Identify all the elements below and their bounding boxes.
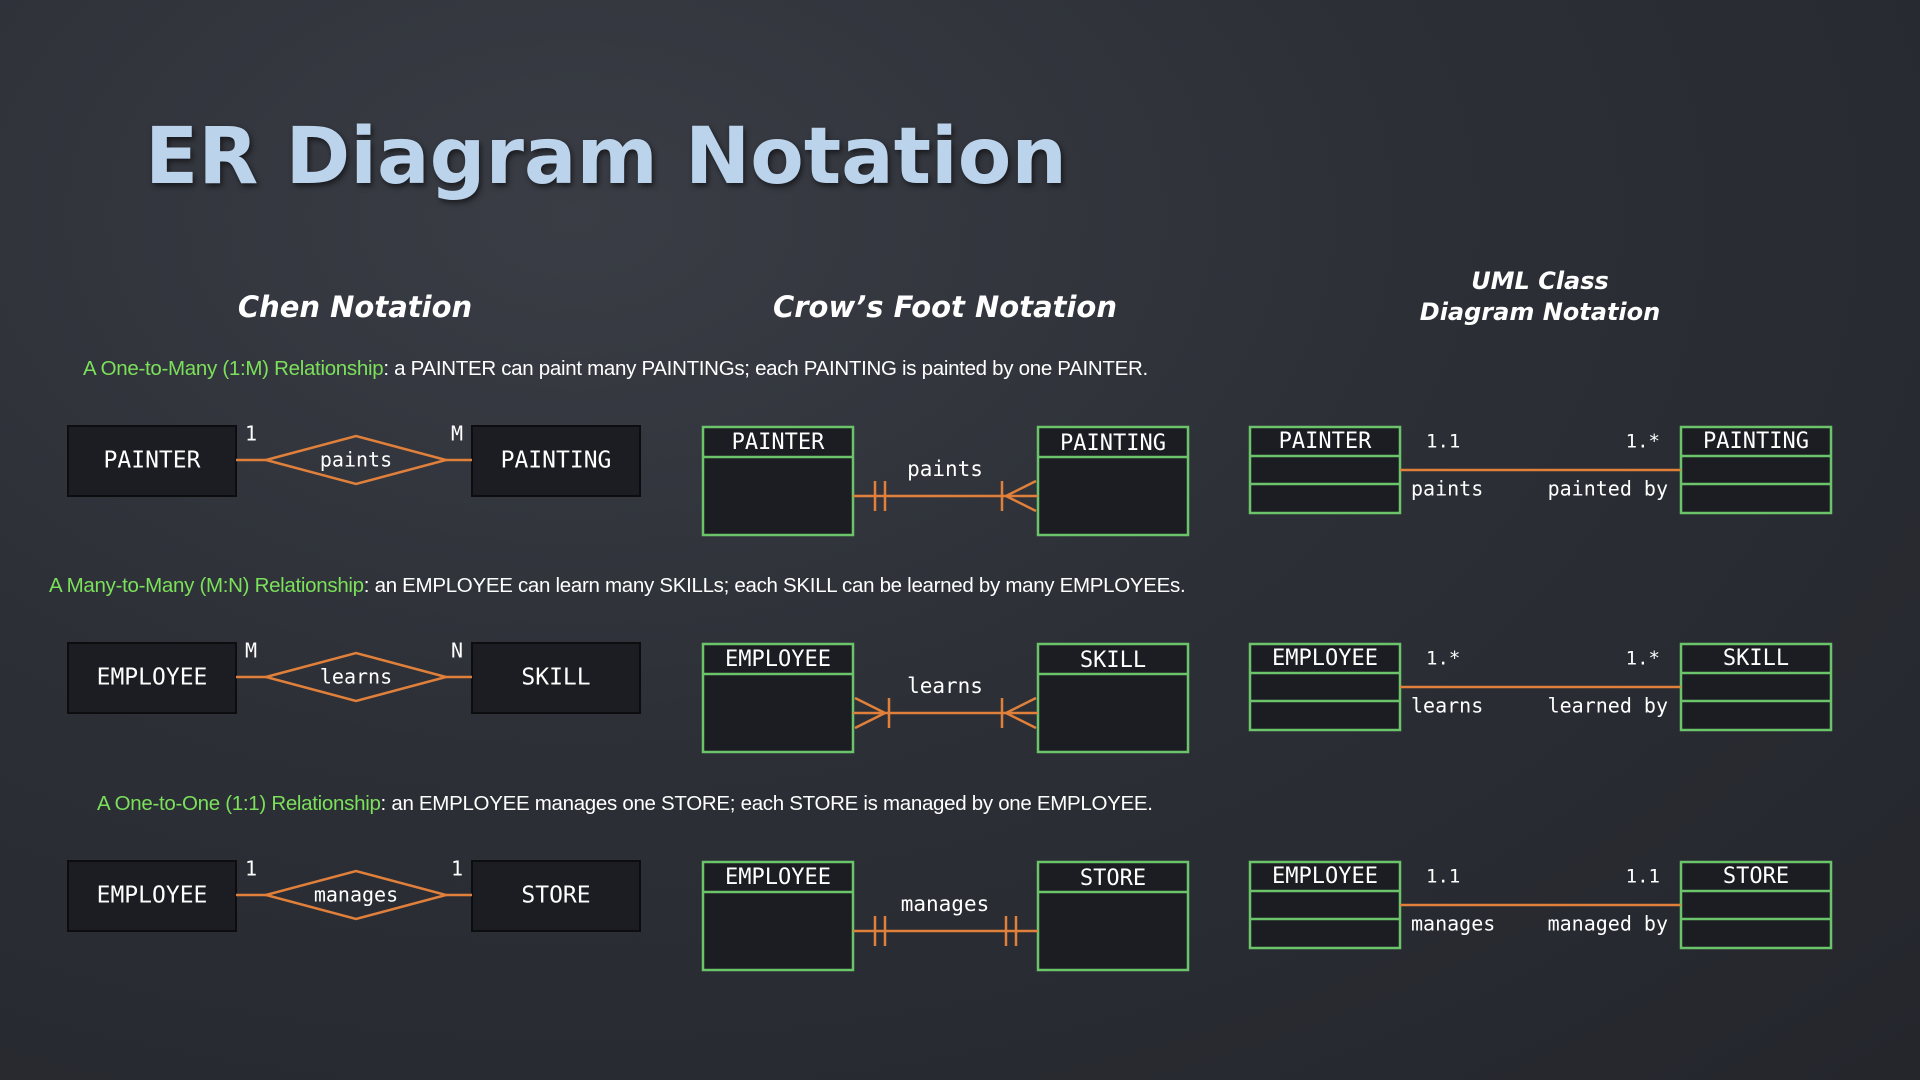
crows-row-1-left-entity xyxy=(701,425,855,537)
uml-row-2-right-multiplicity: 1.* xyxy=(1626,648,1660,670)
crows-row-2-right-entity xyxy=(1036,642,1190,754)
crows-row-2-left-entity xyxy=(701,642,855,754)
uml-notation-heading: UML Class Diagram Notation xyxy=(1400,266,1680,328)
chen-row-1-relationship-diamond xyxy=(261,434,451,486)
chen-row-3-relationship-label: manages xyxy=(314,883,398,907)
crows-row-3-relationship-label: manages xyxy=(901,892,990,916)
chen-row-1-left-cardinality: 1 xyxy=(245,422,257,446)
uml-row-1-left-role: paints xyxy=(1411,477,1483,501)
chen-row-2-relationship-diamond xyxy=(261,651,451,703)
crows-row-1-right-entity-label: PAINTING xyxy=(1060,431,1166,456)
chen-row-3-right-entity xyxy=(471,860,641,932)
row-2-description: A Many-to-Many (M:N) Relationship: an EM… xyxy=(49,574,1186,598)
row-2-description-text: : an EMPLOYEE can learn many SKILLs; eac… xyxy=(363,574,1186,597)
uml-heading-line2: Diagram Notation xyxy=(1419,298,1661,326)
chen-row-1-left-entity-label: PAINTER xyxy=(104,448,201,474)
row-3-description-text: : an EMPLOYEE manages one STORE; each ST… xyxy=(380,792,1153,815)
uml-row-2-left-class-label: EMPLOYEE xyxy=(1272,646,1378,671)
uml-row-1-right-class xyxy=(1679,425,1833,515)
chen-row-2-left-cardinality: M xyxy=(245,639,257,663)
chen-row-1-right-cardinality: M xyxy=(451,422,463,446)
uml-row-2-right-class xyxy=(1679,642,1833,732)
crows-row-2-right-entity-label: SKILL xyxy=(1080,648,1146,673)
uml-row-2-right-class-label: SKILL xyxy=(1723,646,1789,671)
chen-row-1-left-entity xyxy=(67,425,237,497)
row-1-description-text: : a PAINTER can paint many PAINTINGs; ea… xyxy=(383,357,1148,380)
uml-row-1-left-class xyxy=(1248,425,1402,515)
crows-row-3-right-entity-label: STORE xyxy=(1080,866,1146,891)
crows-row-1-left-entity-label: PAINTER xyxy=(732,430,825,455)
uml-row-1-right-class-label: PAINTING xyxy=(1703,429,1809,454)
chen-row-1-right-entity xyxy=(471,425,641,497)
chen-row-1-relationship-label: paints xyxy=(320,448,392,472)
uml-row-1-right-role: painted by xyxy=(1548,477,1668,501)
row-1-description: A One-to-Many (1:M) Relationship: a PAIN… xyxy=(83,357,1148,381)
crows-row-3-left-entity xyxy=(701,860,855,972)
chen-row-2-right-cardinality: N xyxy=(451,639,463,663)
crows-row-3-left-entity-label: EMPLOYEE xyxy=(725,865,831,890)
crows-row-2-right-crowfoot-lower xyxy=(1005,711,1037,730)
uml-row-1-right-multiplicity: 1.* xyxy=(1626,431,1660,453)
page-title: ER Diagram Notation xyxy=(145,112,1067,202)
chen-row-3-right-cardinality: 1 xyxy=(451,857,463,881)
uml-row-3-left-class xyxy=(1248,860,1402,950)
uml-heading-line1: UML Class xyxy=(1471,267,1609,295)
crows-foot-notation-heading: Crow’s Foot Notation xyxy=(772,290,1118,324)
row-1-description-highlight: A One-to-Many (1:M) Relationship xyxy=(83,357,384,380)
uml-row-3-right-multiplicity: 1.1 xyxy=(1626,866,1660,888)
crows-row-3-right-entity xyxy=(1036,860,1190,972)
crows-row-2-left-crowfoot-upper xyxy=(854,696,886,715)
uml-row-2-left-role: learns xyxy=(1411,694,1483,718)
chen-row-3-left-entity xyxy=(67,860,237,932)
uml-row-3-left-role: manages xyxy=(1411,912,1495,936)
chen-row-2-right-entity-label: SKILL xyxy=(521,665,590,691)
crows-row-1-relationship-label: paints xyxy=(907,457,983,481)
uml-row-2-left-class xyxy=(1248,642,1402,732)
uml-row-3-right-class-label: STORE xyxy=(1723,864,1789,889)
crows-row-1-right-crowfoot-lower xyxy=(1005,494,1037,513)
uml-row-3-right-role: managed by xyxy=(1548,912,1668,936)
chen-row-2-relationship-label: learns xyxy=(320,665,392,689)
crows-row-2-left-entity-label: EMPLOYEE xyxy=(725,647,831,672)
uml-row-3-left-class-label: EMPLOYEE xyxy=(1272,864,1378,889)
chen-row-1-right-entity-label: PAINTING xyxy=(501,448,612,474)
crows-row-1-right-crowfoot-upper xyxy=(1005,479,1037,498)
uml-row-2-right-role: learned by xyxy=(1548,694,1668,718)
uml-row-1-left-class-label: PAINTER xyxy=(1279,429,1372,454)
uml-row-3-left-multiplicity: 1.1 xyxy=(1426,866,1460,888)
chen-notation-heading: Chen Notation xyxy=(237,290,473,324)
chen-row-3-relationship-diamond xyxy=(261,869,451,921)
chen-row-3-left-cardinality: 1 xyxy=(245,857,257,881)
chen-row-2-left-entity xyxy=(67,642,237,714)
crows-row-1-right-entity xyxy=(1036,425,1190,537)
chen-row-2-left-entity-label: EMPLOYEE xyxy=(97,665,208,691)
chen-row-3-left-entity-label: EMPLOYEE xyxy=(97,883,208,909)
row-3-description-highlight: A One-to-One (1:1) Relationship xyxy=(97,792,381,815)
row-3-description: A One-to-One (1:1) Relationship: an EMPL… xyxy=(97,792,1153,816)
crows-row-2-right-crowfoot-upper xyxy=(1005,696,1037,715)
row-2-description-highlight: A Many-to-Many (M:N) Relationship xyxy=(49,574,364,597)
uml-row-1-left-multiplicity: 1.1 xyxy=(1426,431,1460,453)
crows-row-2-left-crowfoot-lower xyxy=(854,711,886,730)
chen-row-3-right-entity-label: STORE xyxy=(521,883,590,909)
uml-row-2-left-multiplicity: 1.* xyxy=(1426,648,1460,670)
crows-row-2-relationship-label: learns xyxy=(907,674,983,698)
